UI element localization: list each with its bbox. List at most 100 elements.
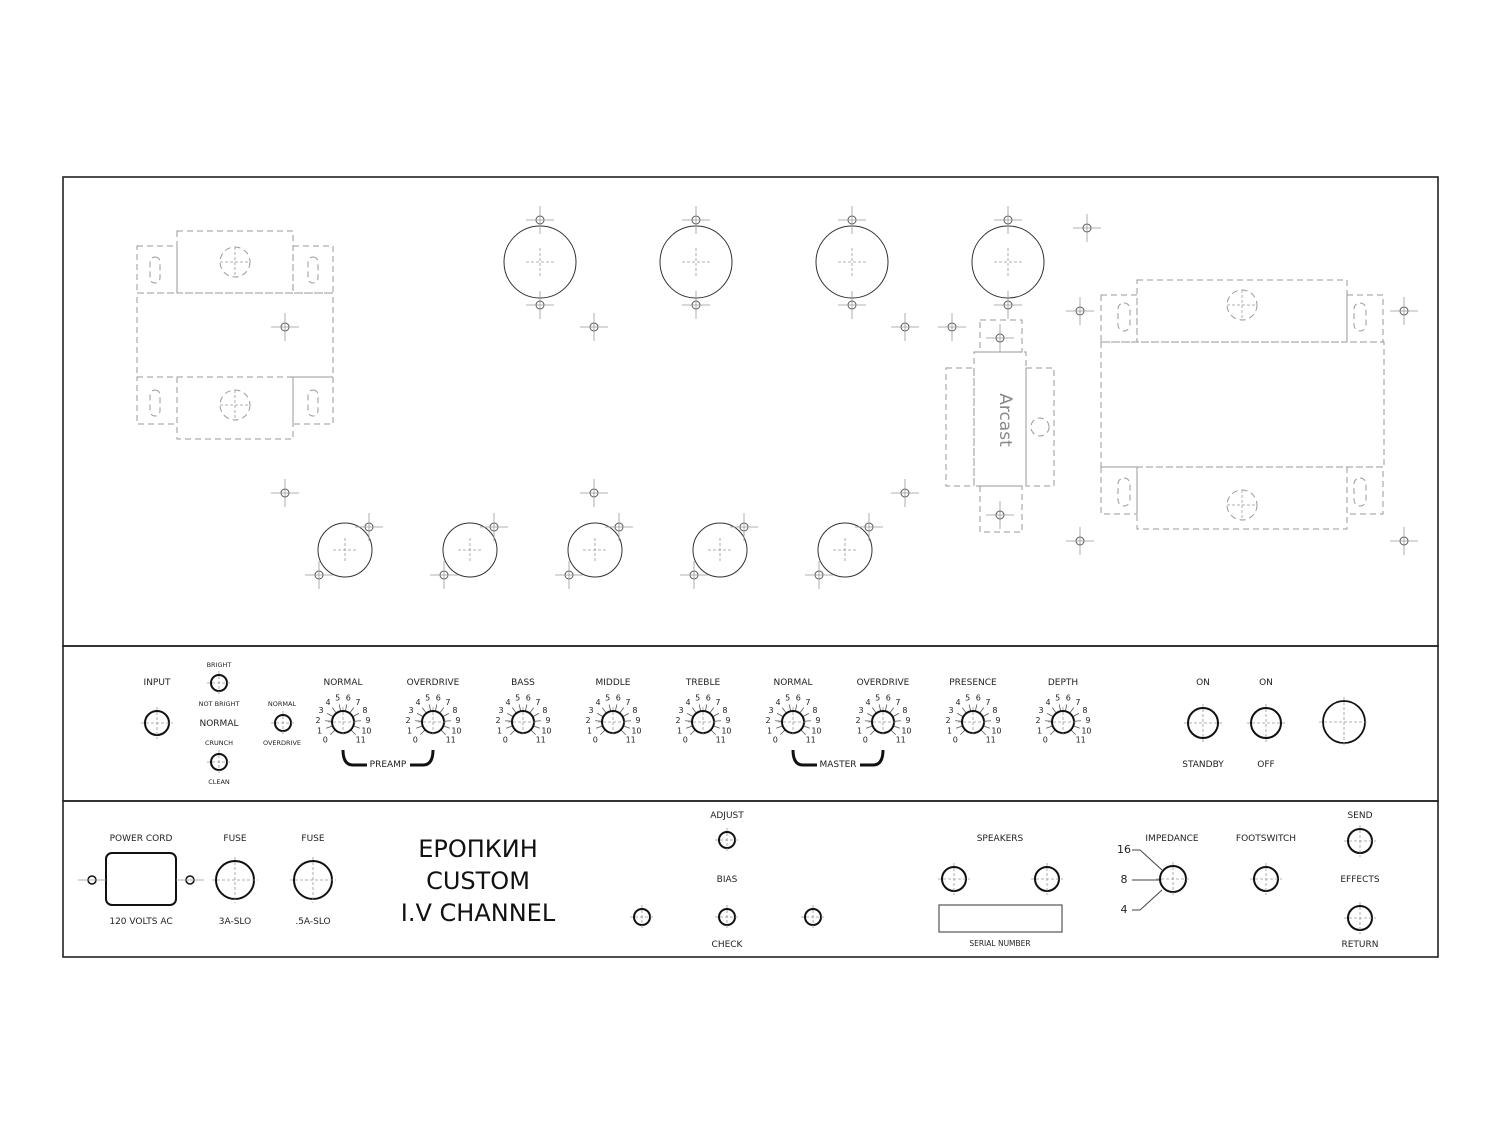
pot-tick (595, 725, 603, 729)
pot-scale-number: 1 (767, 727, 772, 736)
pot-scale-number: 8 (452, 706, 457, 715)
pot-scale-number: 5 (785, 694, 790, 703)
pot-tick (349, 707, 355, 714)
pot-tick (1073, 725, 1081, 729)
impedance-4: 4 (1121, 903, 1128, 916)
pot-scale-number: 9 (635, 716, 640, 725)
standby-switch[interactable] (1187, 707, 1219, 739)
mount-crosshair (480, 513, 508, 541)
pot-scale-number: 0 (413, 736, 418, 745)
power-tube-socket (815, 225, 889, 299)
pot-tick (1047, 713, 1054, 718)
channel-normal-label: NORMAL (268, 700, 297, 708)
pot-tick (959, 729, 966, 736)
pot-scale-number: 1 (497, 727, 502, 736)
pot-tick (698, 704, 702, 712)
pot-tick (781, 707, 787, 714)
crosshair (220, 247, 250, 277)
pot-scale-number: 5 (335, 694, 340, 703)
pot-scale-number: 7 (355, 698, 360, 707)
pot-scale-number: 1 (947, 727, 952, 736)
pot-scale-number: 2 (406, 716, 411, 725)
pot-scale-number: 6 (706, 694, 711, 703)
master-normal-knob-crosshair (778, 707, 808, 737)
power-on-label: ON (1259, 678, 1273, 688)
pot-scale-number: 1 (857, 727, 862, 736)
title-line-2: CUSTOM (426, 867, 530, 895)
pot-tick (800, 729, 807, 736)
pot-scale-number: 11 (986, 736, 996, 745)
presence-knob-crosshair (958, 707, 988, 737)
preamp-normal-knob-crosshair (328, 707, 358, 737)
channel-switch-crosshair (271, 711, 295, 735)
pot-tick (597, 713, 604, 718)
pot-tick (889, 707, 895, 714)
pot-scale-number: 2 (766, 716, 771, 725)
output-transformer-core (1100, 341, 1385, 468)
back-panel (62, 800, 1439, 958)
power-tube-socket (971, 225, 1045, 299)
bias-check-crosshair (715, 905, 739, 929)
mount-crosshair (682, 291, 710, 319)
pot-scale-number: 2 (496, 716, 501, 725)
pot-scale-number: 2 (1036, 716, 1041, 725)
mount-crosshair (580, 313, 608, 341)
pot-tick (619, 707, 625, 714)
pot-tick (871, 707, 877, 714)
pot-scale-number: 8 (992, 706, 997, 715)
pot-scale-number: 4 (1045, 698, 1050, 707)
pot-tick (505, 725, 513, 729)
mount-crosshair (838, 206, 866, 234)
pilot-light-crosshair (1319, 697, 1369, 747)
pot-tick (344, 704, 348, 712)
pot-scale-number: 10 (901, 727, 911, 736)
pot-scale-number: 9 (545, 716, 550, 725)
pot-scale-number: 9 (815, 716, 820, 725)
pot-scale-number: 10 (1081, 727, 1091, 736)
pot-tick (325, 725, 333, 729)
title-line-1: ЕРОПКИН (418, 835, 538, 863)
impedance-leader-lines (1132, 849, 1163, 911)
pot-tick (710, 729, 717, 736)
crosshair (682, 248, 710, 276)
pot-tick (620, 729, 627, 736)
pot-scale-number: 6 (796, 694, 801, 703)
treble-knob-crosshair (688, 707, 718, 737)
pot-tick (685, 725, 693, 729)
pot-scale-number: 9 (905, 716, 910, 725)
power-switch[interactable] (1250, 707, 1282, 739)
pot-tick (712, 713, 719, 718)
bright-switch-crosshair (207, 671, 231, 695)
pot-scale-number: 9 (365, 716, 370, 725)
bias-adjust-crosshair (715, 828, 739, 852)
pot-tick (955, 725, 963, 729)
pot-tick (440, 729, 447, 736)
pot-tick (892, 713, 899, 718)
crosshair (458, 538, 482, 562)
pot-scale-number: 11 (356, 736, 366, 745)
mount-crosshair (994, 206, 1022, 234)
crosshair (583, 538, 607, 562)
pot-tick (890, 729, 897, 736)
pot-tick (434, 704, 438, 712)
power-cord-socket[interactable] (105, 852, 177, 906)
depth-label: DEPTH (1048, 678, 1078, 688)
pot-scale-number: 6 (436, 694, 441, 703)
pot-tick (331, 707, 337, 714)
pot-scale-number: 4 (865, 698, 870, 707)
pot-tick (1049, 729, 1056, 736)
pot-tick (511, 707, 517, 714)
mount-crosshair (682, 206, 710, 234)
pot-scale-number: 7 (805, 698, 810, 707)
pot-tick (353, 725, 361, 729)
impedance-8: 8 (1121, 873, 1128, 886)
preamp-tube-socket (692, 522, 748, 578)
pot-tick (439, 707, 445, 714)
pot-scale-number: 0 (1043, 736, 1048, 745)
pot-tick (417, 713, 424, 718)
pot-scale-number: 5 (425, 694, 430, 703)
pot-scale-number: 10 (631, 727, 641, 736)
pot-tick (794, 704, 798, 712)
pot-tick (601, 707, 607, 714)
pot-scale-number: 11 (716, 736, 726, 745)
